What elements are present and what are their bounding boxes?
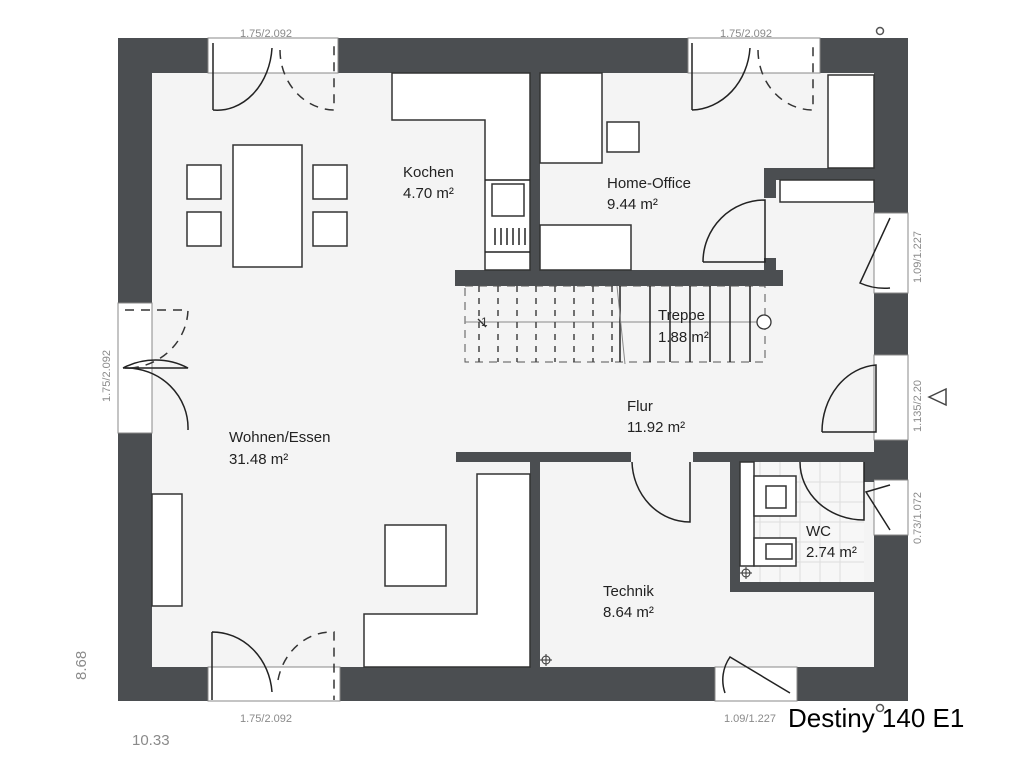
door-swing: [211, 631, 273, 700]
room-area-wc: 2.74 m²: [806, 544, 857, 561]
window-swing: [722, 655, 791, 694]
corner-marker-icon: [875, 703, 885, 713]
dim-left: 1.75/2.092: [101, 350, 113, 402]
wall-wc-bottom: [730, 582, 874, 592]
wall-wc-right: [864, 452, 874, 482]
sink-icon: [491, 183, 525, 217]
room-area-treppe: 1.88 m²: [658, 329, 709, 346]
door-technik: [631, 461, 691, 523]
dim-right-entrance: 1.135/2.20: [912, 380, 924, 432]
dim-top-left: 1.75/2.092: [240, 28, 292, 40]
window-bottom-left: [207, 666, 341, 702]
wall-kitchen-office: [530, 73, 540, 270]
stair-start-circle: [756, 314, 772, 330]
chair: [312, 211, 348, 247]
wall-flur-left: [456, 452, 631, 462]
door-office: [702, 199, 766, 263]
office-desk: [539, 72, 603, 164]
door-gap-technik: [632, 452, 692, 462]
room-name-kochen: Kochen: [403, 164, 454, 181]
staircase: [464, 285, 772, 365]
sideboard: [151, 493, 183, 607]
corner-marker-icon: [875, 26, 885, 36]
wall-flur-right: [693, 452, 874, 462]
office-shelf: [539, 224, 632, 271]
door-swing: [212, 43, 273, 111]
window-right-upper: [873, 212, 909, 294]
room-area-technik: 8.64 m²: [603, 604, 654, 621]
window-top-right: [687, 37, 821, 74]
door-entrance: [873, 354, 909, 441]
dim-right-lower: 0.73/1.072: [912, 492, 924, 544]
wall-stair-top: [455, 270, 783, 286]
outlet-icon: [540, 654, 552, 666]
room-area-flur: 11.92 m²: [627, 419, 685, 436]
wall-technik-left: [530, 452, 540, 667]
wardrobe: [779, 179, 875, 203]
dim-top-right: 1.75/2.092: [720, 28, 772, 40]
entrance-triangle-icon: [927, 387, 947, 407]
room-area-home-office: 9.44 m²: [607, 196, 658, 213]
wall-office-corner-v2: [764, 258, 776, 272]
stove-icon: [494, 228, 526, 245]
window-swing: [859, 217, 891, 289]
dim-right-upper: 1.09/1.227: [912, 231, 924, 283]
sofa: [363, 473, 531, 668]
door-swing-dashed: [125, 309, 189, 369]
wall-office-corner-h: [764, 168, 874, 180]
window-swing: [864, 484, 891, 531]
dining-table: [232, 144, 303, 268]
overall-width: 10.33: [132, 732, 170, 749]
plan-title: Destiny 140 E1: [788, 703, 964, 733]
kitchen-counter: [391, 72, 531, 271]
wall-wc-left: [730, 452, 740, 592]
outlet-icon: [740, 567, 752, 579]
basin-bowl: [765, 543, 793, 560]
coffee-table: [384, 524, 447, 587]
door-swing: [691, 43, 751, 111]
room-name-home-office: Home-Office: [607, 175, 691, 192]
wall-office-corner-v: [764, 168, 776, 198]
door-swing: [122, 359, 189, 369]
room-name-technik: Technik: [603, 583, 654, 600]
room-name-wohnen: Wohnen/Essen: [229, 429, 330, 446]
door-swing-arc: [124, 367, 189, 431]
room-area-wohnen: 31.48 m²: [229, 451, 288, 468]
room-name-flur: Flur: [627, 398, 653, 415]
door-swing-dashed: [279, 43, 335, 111]
window-top-left: [207, 37, 339, 74]
overall-depth: 8.68: [73, 651, 90, 680]
room-area-kochen: 4.70 m²: [403, 185, 454, 202]
dim-bottom-left: 1.75/2.092: [240, 713, 292, 725]
toilet-bowl: [765, 485, 787, 509]
room-name-wc: WC: [806, 523, 831, 540]
dim-bottom-right: 1.09/1.227: [724, 713, 776, 725]
chair: [312, 164, 348, 200]
door-entrance-swing: [821, 364, 877, 433]
stair-step-number: 1: [481, 315, 488, 329]
door-swing-dashed: [757, 43, 814, 111]
room-name-treppe: Treppe: [658, 307, 705, 324]
window-right-lower: [873, 479, 909, 536]
chair: [186, 164, 222, 200]
wc-shelf: [739, 461, 755, 567]
office-chair: [606, 121, 640, 153]
door-wc: [799, 461, 865, 521]
office-cabinet: [827, 74, 875, 169]
chair: [186, 211, 222, 247]
